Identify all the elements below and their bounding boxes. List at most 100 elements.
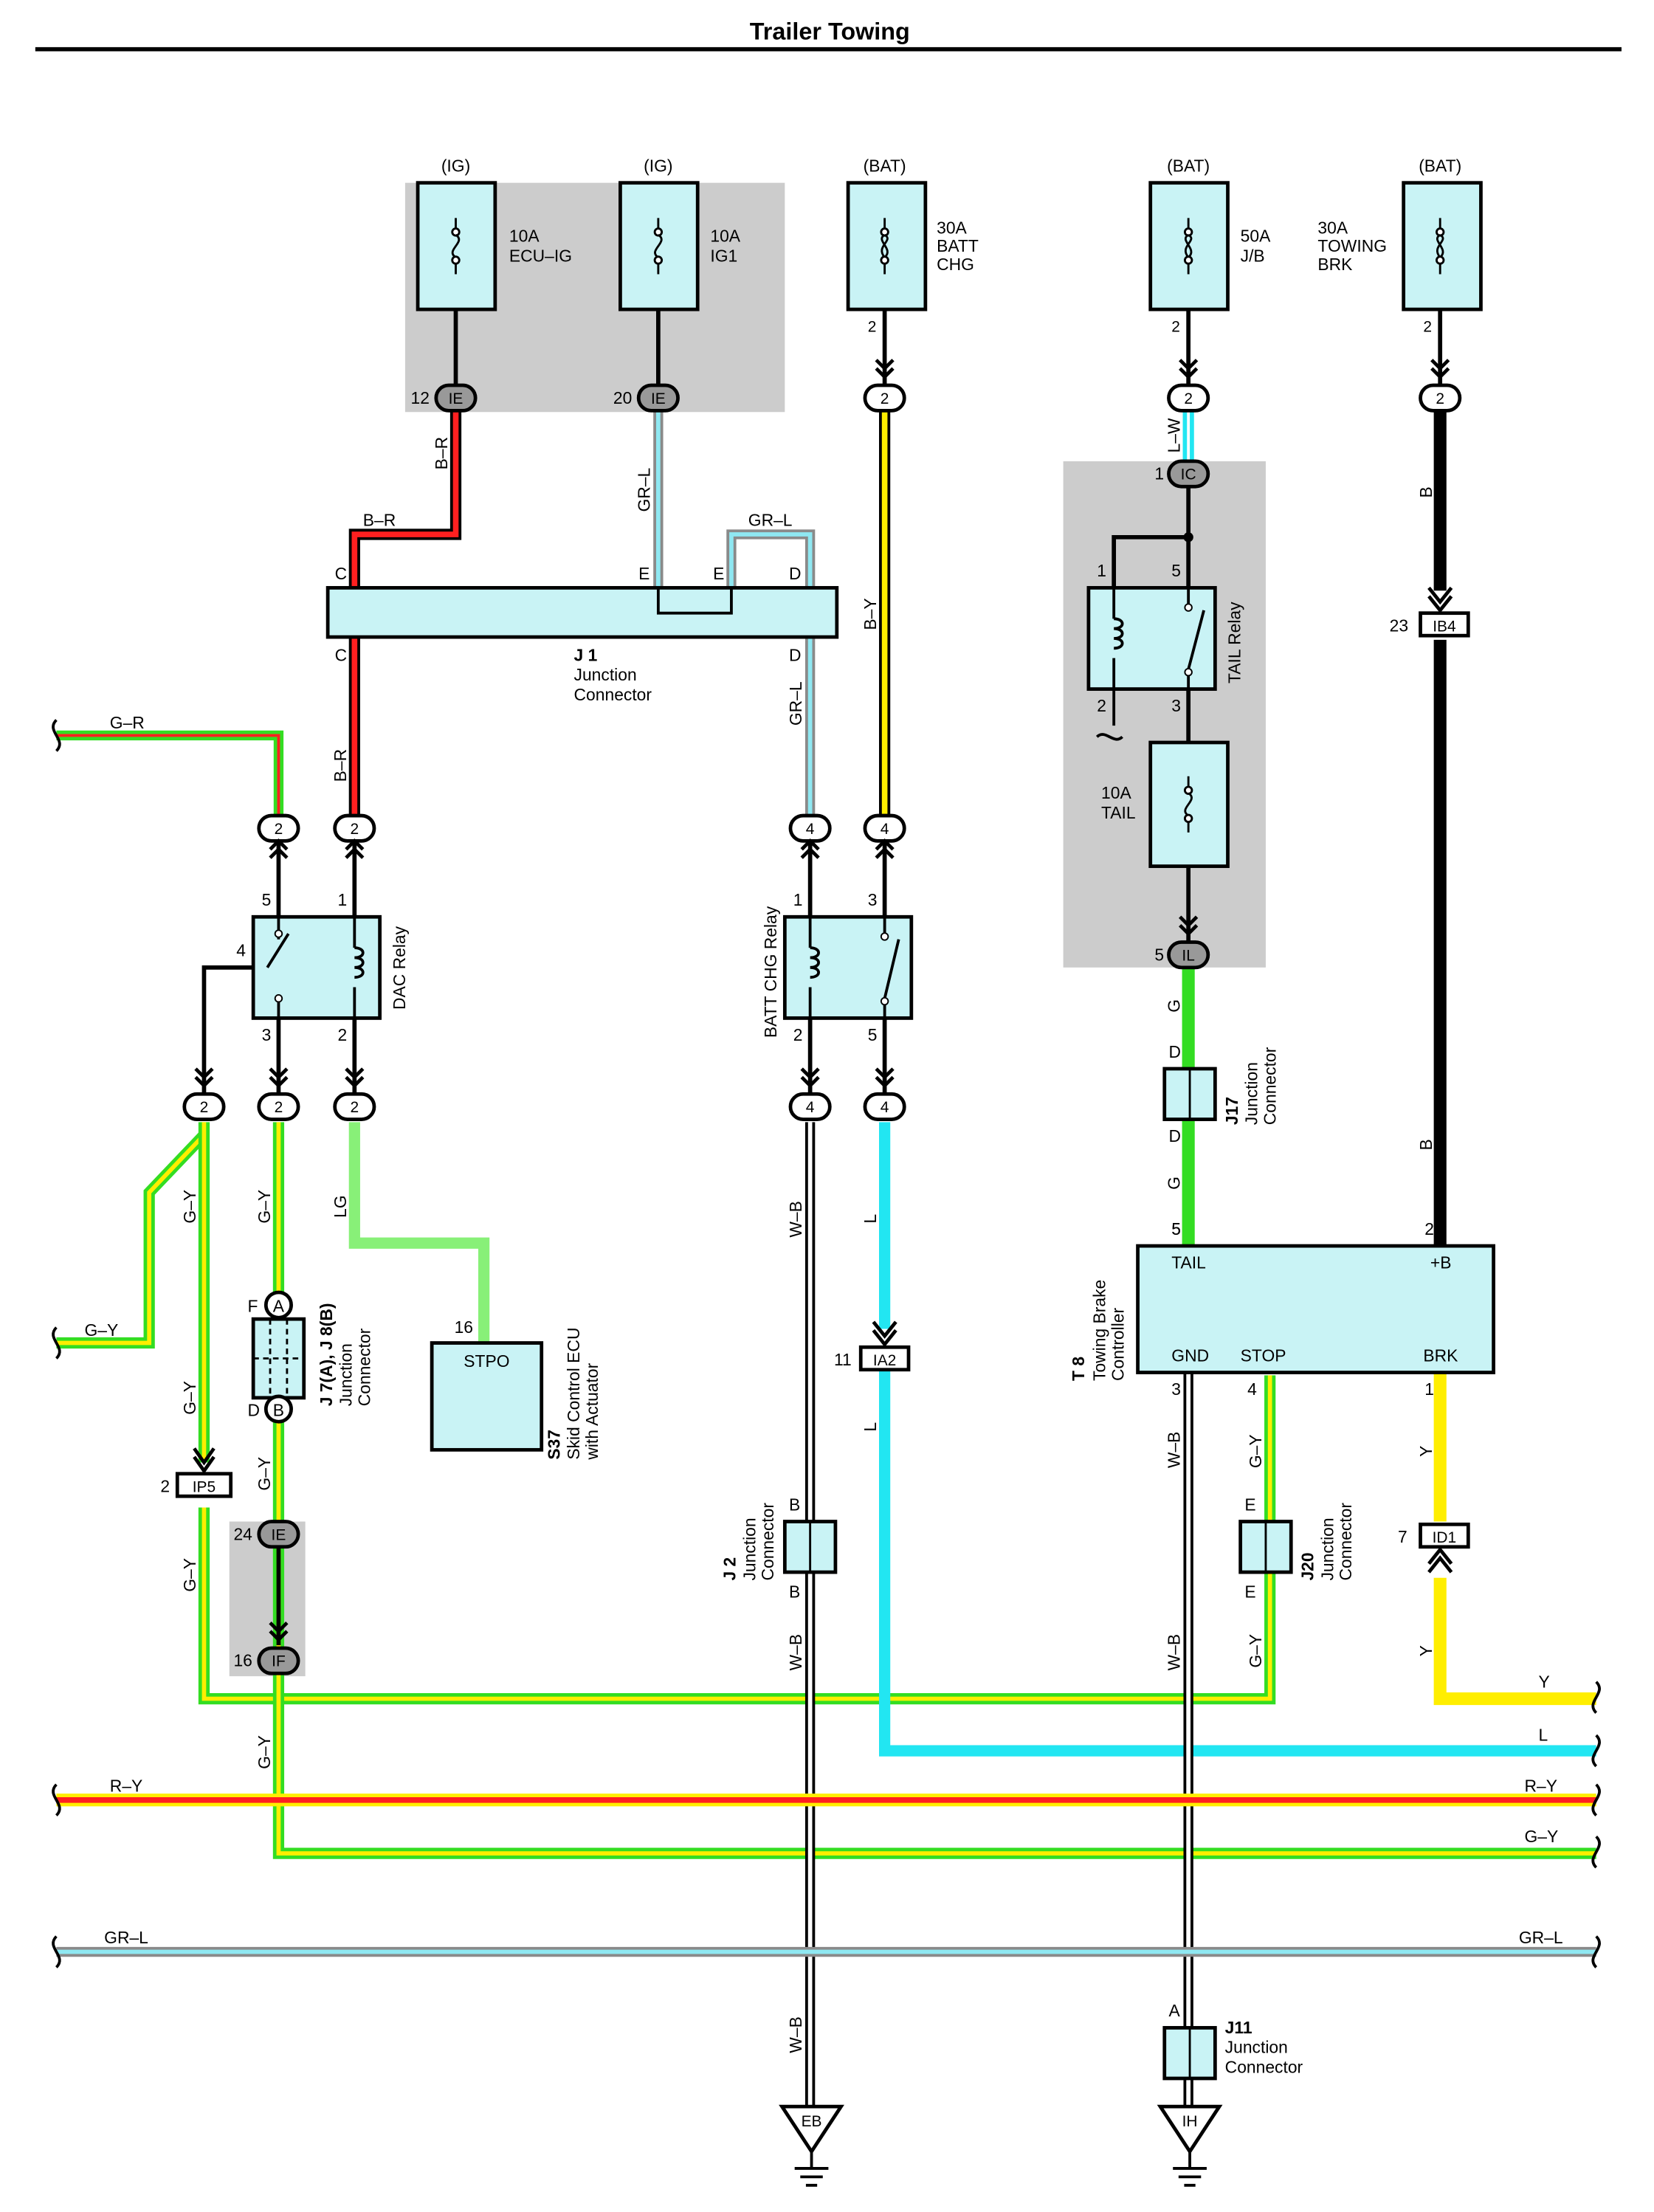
svg-text:Junction: Junction bbox=[1225, 2038, 1288, 2057]
batt-chg-relay: 1 3 2 5 BATT CHG Relay bbox=[761, 890, 914, 1044]
pin-jb-2: 2 bbox=[1171, 319, 1180, 336]
svg-text:Y: Y bbox=[1539, 1672, 1550, 1691]
svg-text:G–Y: G–Y bbox=[1246, 1434, 1265, 1468]
dac-relay: 5 1 4 3 2 DAC Relay bbox=[236, 890, 409, 1044]
junction-j2: B B J 2 Junction Connector bbox=[720, 1495, 838, 1601]
svg-text:5: 5 bbox=[262, 890, 272, 909]
junction-j17: D D J17 Junction Connector bbox=[1162, 1042, 1279, 1145]
svg-text:GR–L: GR–L bbox=[748, 511, 793, 530]
svg-text:J20: J20 bbox=[1298, 1552, 1317, 1580]
svg-text:B: B bbox=[273, 1401, 284, 1420]
svg-text:B: B bbox=[1416, 1139, 1436, 1150]
wire-g-y-bus bbox=[198, 1122, 1276, 1705]
svg-text:IH: IH bbox=[1182, 2113, 1198, 2130]
svg-text:Controller: Controller bbox=[1109, 1307, 1128, 1380]
svg-text:2: 2 bbox=[881, 390, 889, 407]
wire-g-y-down bbox=[272, 1122, 1596, 1859]
svg-text:IA2: IA2 bbox=[873, 1352, 896, 1369]
svg-text:10A: 10A bbox=[1101, 783, 1131, 802]
svg-text:Junction: Junction bbox=[1242, 1062, 1261, 1125]
svg-text:2: 2 bbox=[1184, 390, 1193, 407]
svg-text:10A: 10A bbox=[710, 227, 740, 246]
connector-row-bottom: 2 2 2 4 4 bbox=[182, 1092, 906, 1121]
svg-text:J11: J11 bbox=[1225, 2018, 1252, 2037]
svg-text:G: G bbox=[1165, 999, 1184, 1013]
fuse-ecu-ig: 10A ECU–IG bbox=[416, 181, 572, 311]
svg-text:16: 16 bbox=[233, 1651, 252, 1670]
svg-text:G: G bbox=[1165, 1176, 1184, 1190]
svg-text:B: B bbox=[789, 1495, 800, 1514]
svg-text:Y: Y bbox=[1416, 1446, 1436, 1457]
svg-text:D: D bbox=[248, 1401, 261, 1420]
svg-text:12: 12 bbox=[411, 388, 430, 407]
svg-text:1: 1 bbox=[1424, 1379, 1434, 1399]
svg-text:T 8: T 8 bbox=[1069, 1357, 1088, 1381]
svg-text:B–Y: B–Y bbox=[861, 598, 880, 630]
svg-text:5: 5 bbox=[1171, 1219, 1181, 1238]
svg-text:2: 2 bbox=[1436, 390, 1444, 407]
svg-text:B–R: B–R bbox=[432, 437, 451, 469]
fuse-leads bbox=[453, 309, 1443, 388]
pin-brk-2: 2 bbox=[1423, 319, 1432, 336]
svg-text:DAC Relay: DAC Relay bbox=[390, 926, 409, 1010]
svg-text:BATT: BATT bbox=[937, 236, 979, 255]
svg-text:2: 2 bbox=[275, 1099, 283, 1116]
svg-text:L: L bbox=[861, 1422, 880, 1432]
batt-chg-relay-leads bbox=[807, 841, 887, 1106]
svg-text:2: 2 bbox=[275, 821, 283, 838]
svg-text:IE: IE bbox=[449, 390, 464, 407]
svg-text:4: 4 bbox=[236, 941, 246, 960]
svg-text:E: E bbox=[713, 564, 724, 583]
svg-text:C: C bbox=[335, 645, 348, 664]
svg-text:J17: J17 bbox=[1222, 1097, 1241, 1125]
svg-text:J 7(A), J 8(B): J 7(A), J 8(B) bbox=[317, 1303, 336, 1407]
svg-text:F: F bbox=[248, 1297, 258, 1316]
wire-labels: B–R B–R B–R GR–L GR–L GR–L B–Y L–W B B G… bbox=[85, 418, 1563, 2053]
svg-text:W–B: W–B bbox=[1165, 1634, 1184, 1671]
svg-text:W–B: W–B bbox=[786, 1634, 805, 1671]
svg-text:IB4: IB4 bbox=[1433, 618, 1456, 635]
svg-text:B: B bbox=[789, 1582, 800, 1601]
tail-relay: 1 5 2 3 TAIL Relay bbox=[1086, 561, 1244, 741]
svg-text:Y: Y bbox=[1416, 1645, 1436, 1656]
tail-junction-dot bbox=[1183, 532, 1193, 542]
svg-text:1: 1 bbox=[793, 890, 803, 909]
svg-text:A: A bbox=[1168, 2001, 1180, 2020]
svg-text:5: 5 bbox=[1171, 561, 1181, 580]
svg-text:D: D bbox=[1168, 1042, 1181, 1061]
page-title: Trailer Towing bbox=[750, 18, 910, 44]
svg-text:J/B: J/B bbox=[1241, 246, 1265, 265]
svg-text:E: E bbox=[1244, 1495, 1255, 1514]
svg-text:D: D bbox=[789, 564, 802, 583]
svg-text:B–R: B–R bbox=[331, 749, 350, 782]
connector-ie-20: IE 20 bbox=[613, 383, 680, 413]
svg-text:D: D bbox=[789, 645, 802, 664]
svg-text:GR–L: GR–L bbox=[786, 681, 805, 726]
dac-relay-leads bbox=[201, 841, 357, 1106]
svg-text:L–W: L–W bbox=[1165, 418, 1184, 452]
svg-text:4: 4 bbox=[806, 821, 815, 838]
svg-text:BRK: BRK bbox=[1423, 1346, 1458, 1365]
svg-text:G–Y: G–Y bbox=[1246, 1634, 1265, 1668]
svg-text:Towing Brake: Towing Brake bbox=[1090, 1280, 1109, 1381]
svg-text:2: 2 bbox=[793, 1025, 803, 1044]
junction-j20: E E J20 Junction Connector bbox=[1238, 1495, 1355, 1601]
svg-text:IE: IE bbox=[272, 1526, 286, 1543]
svg-text:EB: EB bbox=[802, 2113, 822, 2130]
svg-text:1: 1 bbox=[1097, 561, 1106, 580]
svg-text:3: 3 bbox=[1171, 696, 1181, 715]
svg-text:Connector: Connector bbox=[574, 685, 652, 704]
pin-batt-2: 2 bbox=[868, 319, 877, 336]
svg-text:S37: S37 bbox=[544, 1430, 563, 1460]
svg-text:20: 20 bbox=[613, 388, 632, 407]
svg-text:W–B: W–B bbox=[786, 2016, 805, 2053]
svg-text:E: E bbox=[1244, 1582, 1255, 1601]
svg-text:4: 4 bbox=[1247, 1379, 1257, 1399]
connector-row-top: 2 2 4 4 bbox=[257, 813, 906, 843]
connector-il-5: IL 5 bbox=[1154, 940, 1210, 970]
ip5-arrow bbox=[193, 1447, 216, 1475]
wire-g-y-left bbox=[56, 1129, 210, 1349]
svg-text:IC: IC bbox=[1181, 466, 1196, 483]
svg-text:G–Y: G–Y bbox=[1525, 1827, 1559, 1846]
wire-lg bbox=[348, 1122, 490, 1343]
